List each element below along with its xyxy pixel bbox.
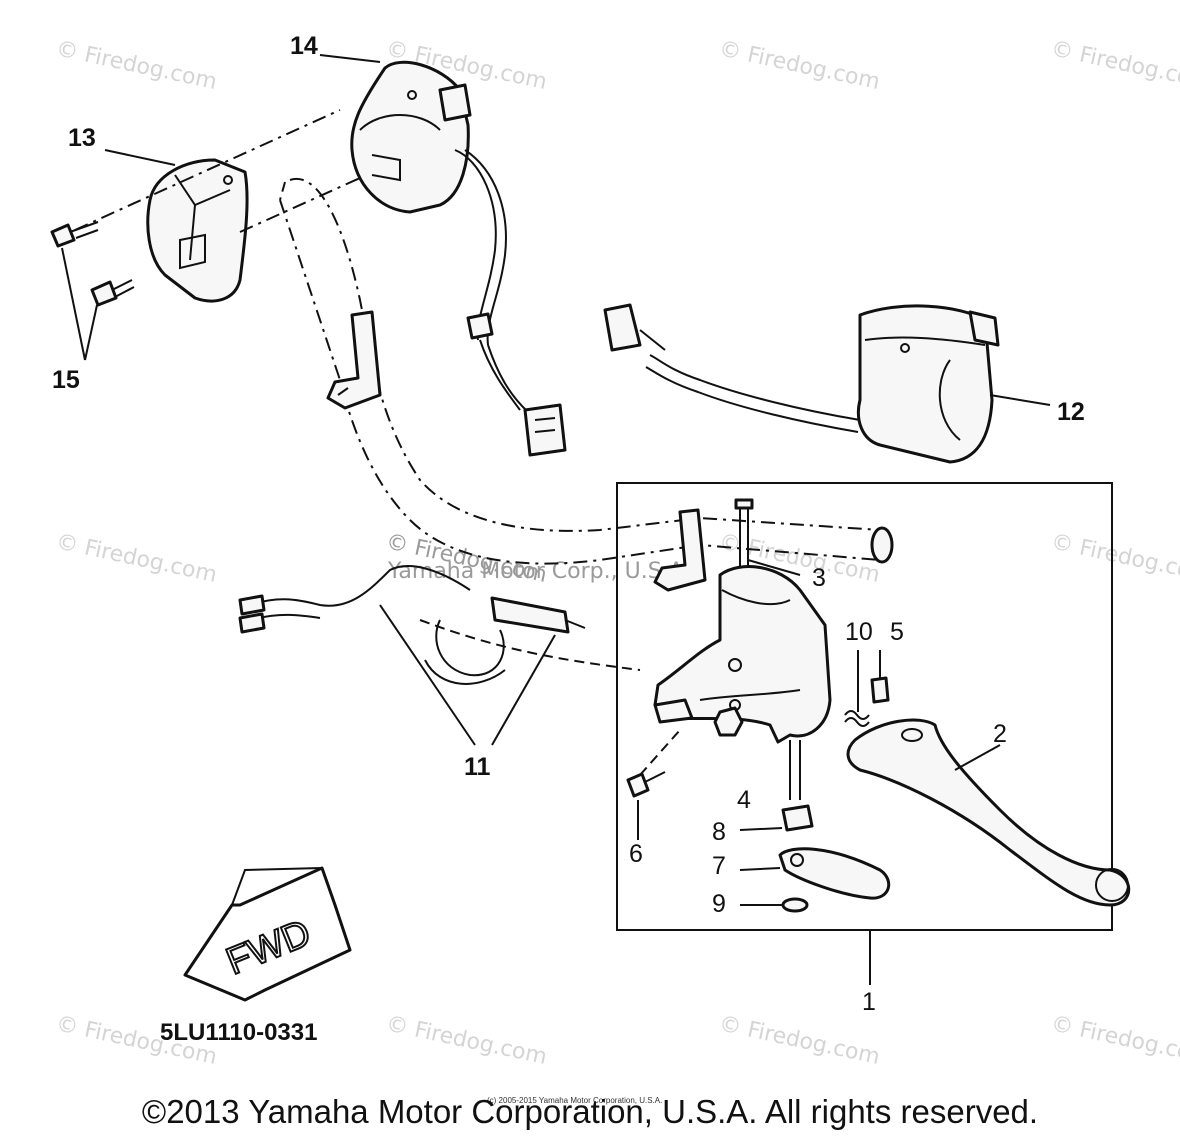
callout-15: 15 [52,366,80,394]
part-1-box [616,482,1113,931]
watermark: © Firedog.com [54,529,219,587]
watermark: © Firedog.com [384,1011,549,1069]
callout-11: 11 [464,753,491,781]
clamp-bracket-left [326,310,382,410]
watermark: © Firedog.com [717,1011,882,1069]
watermark: © Firedog.com [1049,36,1180,94]
callout-9: 9 [712,890,726,918]
watermark: © Firedog.com [717,36,882,94]
part-11-switch [238,565,586,746]
callout-14: 14 [290,32,318,60]
fwd-arrow: FWD [183,866,352,1002]
part-15-screws [50,221,135,361]
footer-copyright: ©2013 Yamaha Motor Corporation, U.S.A. A… [141,1093,1039,1130]
connector-12 [603,303,642,352]
callout-3: 3 [812,564,826,592]
part-12-switch-unit [603,303,1051,464]
watermark: © Firedog.com [1049,1011,1180,1069]
part-13-switch-cover [74,109,361,303]
callout-6: 6 [629,840,643,868]
callout-12: 12 [1057,398,1085,426]
callout-2: 2 [993,720,1007,748]
diagram-code: 5LU1110-0331 [160,1019,317,1046]
callout-13: 13 [68,124,96,152]
callout-5: 5 [890,618,904,646]
callout-4: 4 [737,786,751,814]
part-14-switch-unit [319,54,567,457]
watermark: © Firedog.com [54,36,219,94]
part-1-lever-assembly [616,482,1131,985]
watermark: © Firedog.com [1049,529,1180,587]
handlebar-outline [279,177,894,671]
handlebar-end [870,526,894,564]
callout-8: 8 [712,818,726,846]
callout-10: 10 [845,618,873,646]
callout-1: 1 [862,988,876,1016]
callout-7: 7 [712,852,726,880]
callouts: 1 2 3 4 5 6 7 8 9 10 11 12 13 14 15 [52,32,1085,1016]
small-copyright: (c) 2005-2015 Yamaha Motor Corporation, … [487,1096,662,1105]
